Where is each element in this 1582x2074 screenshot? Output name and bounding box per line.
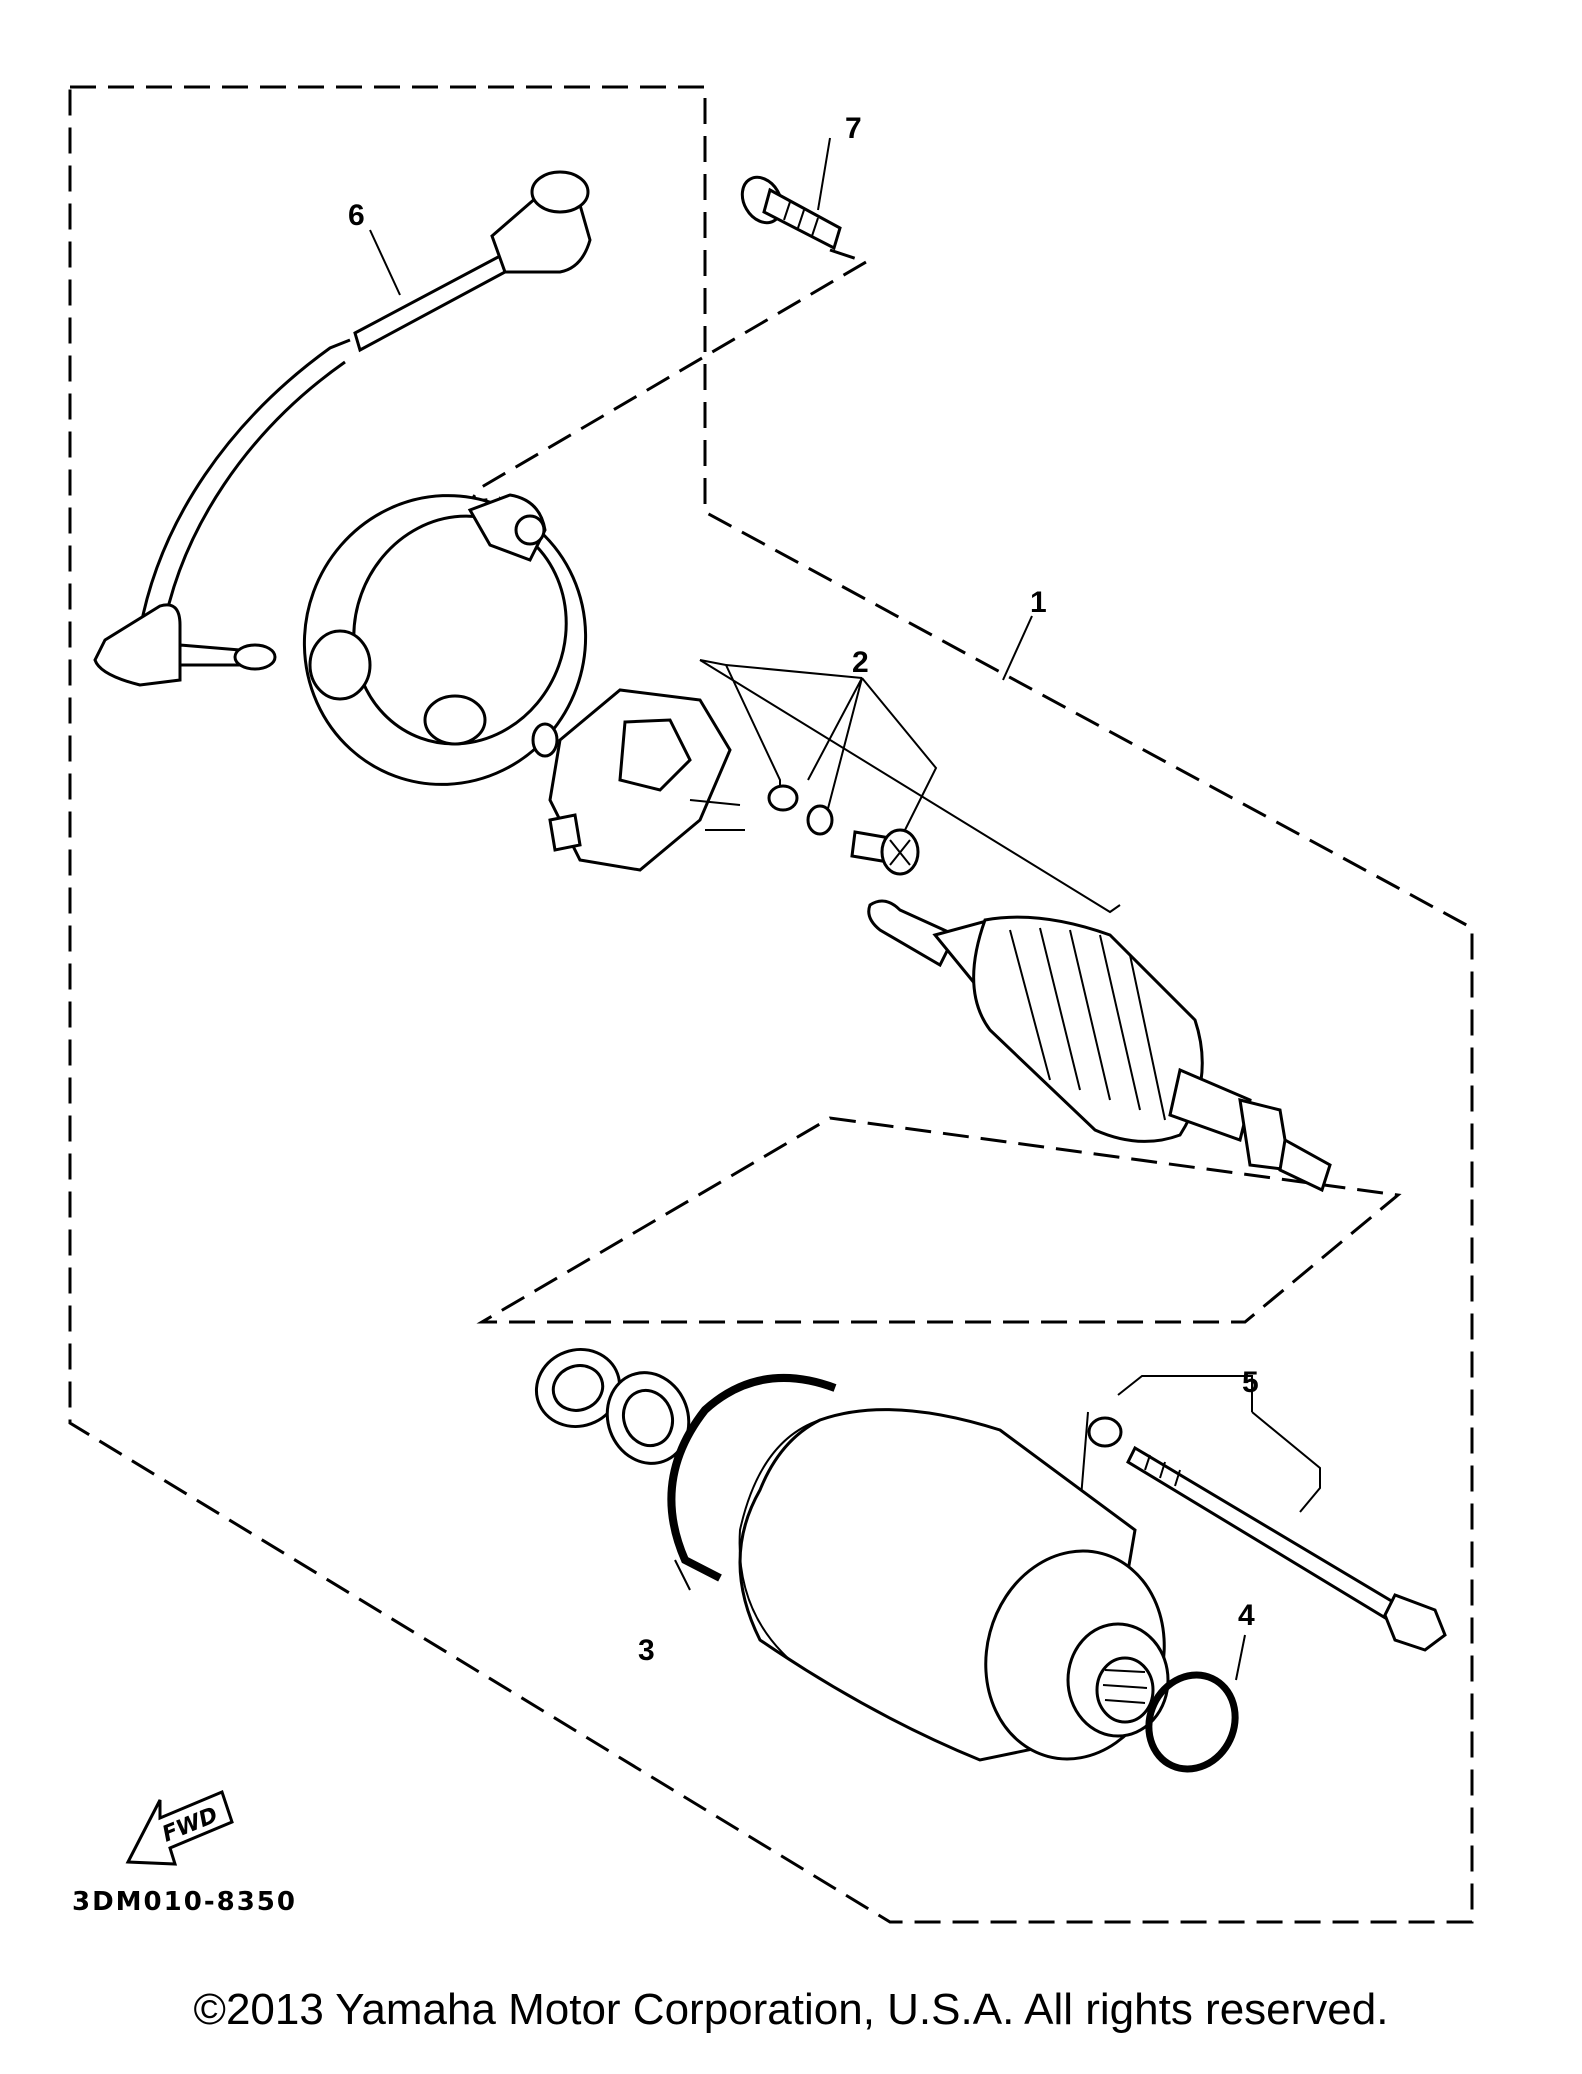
bolt-7-leader xyxy=(466,248,870,504)
parts-diagram: FWD 7 6 1 2 5 4 3 3DM010-8350 xyxy=(68,85,1474,1924)
armature-inset xyxy=(476,1116,1402,1324)
bolt-7-icon xyxy=(740,175,842,251)
callout-3: 3 xyxy=(638,1634,655,1667)
armature-icon xyxy=(867,899,1332,1193)
brush-set-2-icon xyxy=(767,784,920,876)
brush-holder-icon xyxy=(531,688,745,872)
o-ring-4-icon xyxy=(1145,1671,1239,1773)
end-cover-icon xyxy=(302,493,588,786)
drawing-code: 3DM010-8350 xyxy=(72,1887,297,1917)
o-ring-3-icon xyxy=(667,1374,837,1582)
bolt-set-5-icon xyxy=(1087,1416,1447,1652)
lead-wire-6-icon xyxy=(93,170,592,687)
callout-7: 7 xyxy=(845,112,862,145)
callout-6: 6 xyxy=(348,199,365,232)
yoke-icon xyxy=(738,1408,1170,1762)
callout-2: 2 xyxy=(852,646,869,679)
shims-icon xyxy=(534,1348,691,1465)
callout-5: 5 xyxy=(1242,1366,1259,1399)
fwd-arrow-icon: FWD xyxy=(125,1789,234,1866)
assembly-boundary xyxy=(68,85,1474,1924)
callout-1: 1 xyxy=(1030,586,1047,619)
callout-4: 4 xyxy=(1238,1599,1255,1632)
copyright-notice: ©2013 Yamaha Motor Corporation, U.S.A. A… xyxy=(193,1985,1389,2034)
